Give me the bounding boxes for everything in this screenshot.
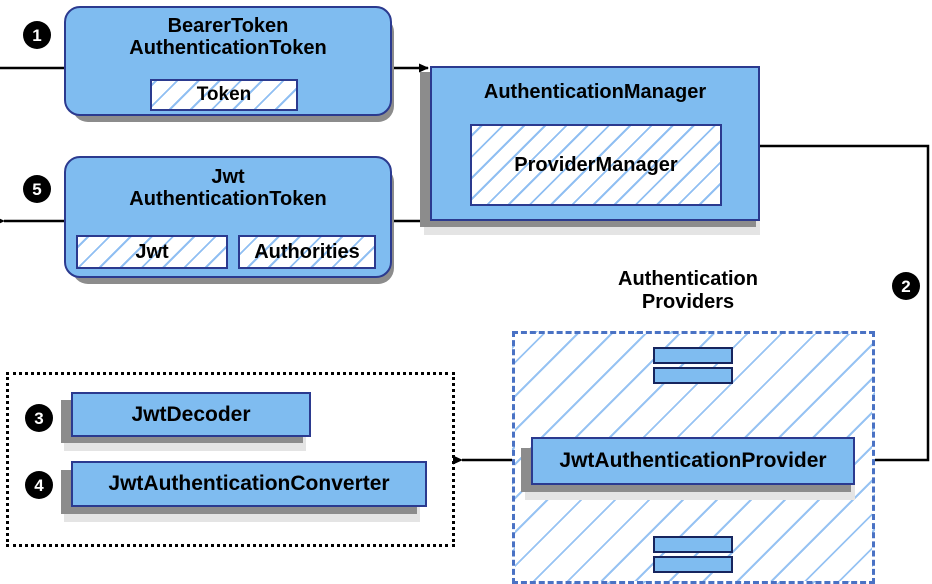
step-marker-2: 2	[893, 273, 919, 299]
jwt-authentication-converter-title: JwtAuthenticationConverter	[108, 472, 390, 496]
jwt-support-group	[6, 372, 455, 547]
step-marker-5: 5	[24, 176, 50, 202]
step-marker-4: 4	[26, 472, 52, 498]
provider-stack-bar-top-1	[653, 347, 733, 364]
jwt-authentication-token-title: Jwt AuthenticationToken	[129, 166, 327, 211]
slot-token: Token	[150, 79, 298, 111]
jwt-decoder-title: JwtDecoder	[131, 402, 251, 426]
provider-stack-bar-bottom-2	[653, 556, 733, 573]
step-marker-1: 1	[24, 22, 50, 48]
authentication-providers-label: Authentication Providers	[618, 268, 758, 313]
authentication-manager-title: AuthenticationManager	[483, 81, 707, 103]
slot-jwt: Jwt	[76, 235, 228, 269]
node-jwt-authentication-provider[interactable]: JwtAuthenticationProvider	[531, 437, 855, 485]
bearer-token-title: BearerToken AuthenticationToken	[129, 15, 327, 60]
provider-stack-bar-bottom-1	[653, 536, 733, 553]
jwt-authentication-provider-title: JwtAuthenticationProvider	[559, 449, 827, 473]
slot-provider-manager: ProviderManager	[470, 124, 722, 206]
node-jwt-authentication-converter[interactable]: JwtAuthenticationConverter	[71, 461, 427, 507]
provider-stack-bar-top-2	[653, 367, 733, 384]
slot-authorities: Authorities	[238, 235, 376, 269]
node-jwt-decoder[interactable]: JwtDecoder	[71, 392, 311, 437]
step-marker-3: 3	[26, 405, 52, 431]
